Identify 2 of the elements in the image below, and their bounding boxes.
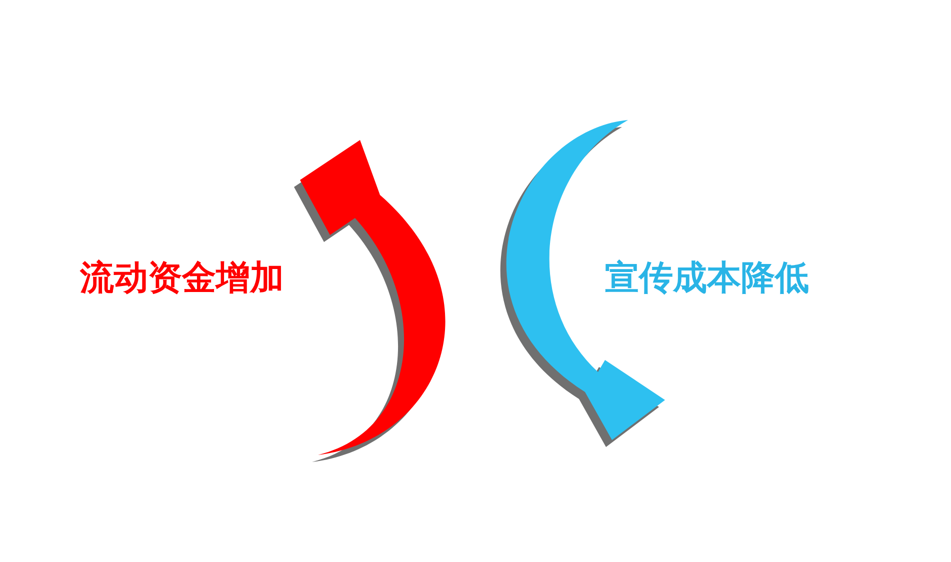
label-text: 宣传成本降低 — [605, 260, 809, 298]
label-text: 流动资金增加 — [80, 260, 284, 298]
